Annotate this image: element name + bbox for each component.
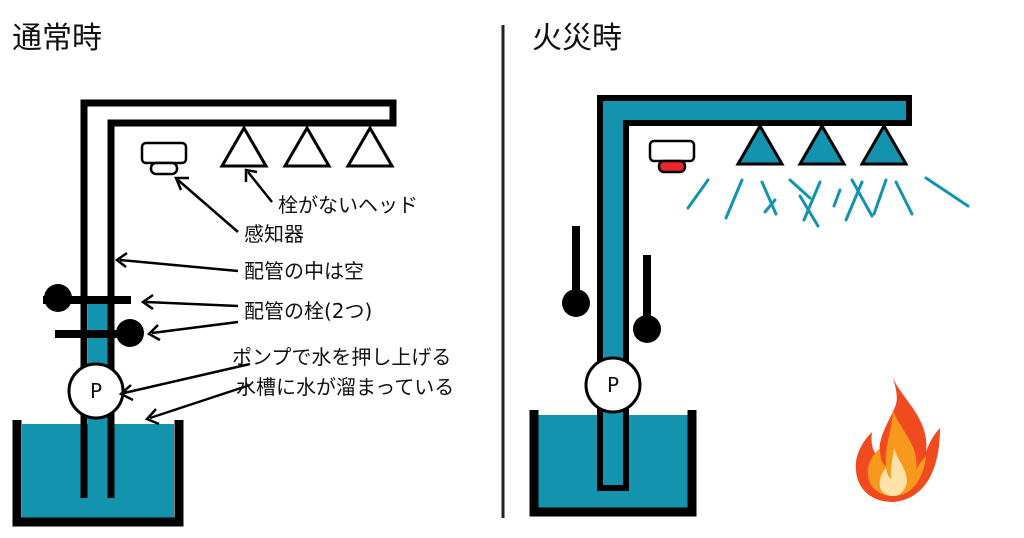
normal-panel: 通常時 P bbox=[12, 21, 454, 527]
valve-knob-icon bbox=[562, 289, 590, 317]
fire-title: 火災時 bbox=[532, 21, 622, 56]
label-tank: 水槽に水が溜まっている bbox=[236, 375, 454, 399]
sprinkler-head-icon bbox=[345, 125, 395, 168]
label-pipe-empty: 配管の中は空 bbox=[244, 259, 364, 283]
pump: P bbox=[584, 356, 642, 414]
sprinkler-head-icon bbox=[219, 125, 269, 168]
label-pump: ポンプで水を押し上げる bbox=[232, 345, 451, 369]
valve-knob-icon bbox=[44, 284, 72, 312]
valve-knob-icon bbox=[116, 319, 144, 347]
sprinkler-head-icon bbox=[859, 123, 909, 166]
smoke-detector-icon bbox=[648, 139, 696, 174]
valve-opened-left bbox=[562, 226, 590, 317]
label-sensor: 感知器 bbox=[244, 222, 304, 246]
sprinkler-head-icon bbox=[282, 125, 332, 168]
water-spray bbox=[686, 176, 970, 228]
fire-panel: 火災時 P bbox=[529, 21, 970, 517]
smoke-detector-icon bbox=[140, 141, 188, 176]
pipe bbox=[80, 99, 397, 498]
normal-title: 通常時 bbox=[12, 21, 102, 56]
pipe-filled bbox=[597, 95, 912, 491]
valve-opened-right bbox=[633, 255, 661, 343]
sprinkler-heads bbox=[735, 123, 909, 166]
annotation-arrows bbox=[114, 168, 273, 426]
pump: P bbox=[67, 362, 125, 420]
valve-upper bbox=[43, 284, 131, 312]
label-valves: 配管の栓(2つ) bbox=[244, 299, 372, 323]
valve-lower bbox=[55, 319, 144, 347]
sprinkler-head-icon bbox=[797, 123, 847, 166]
fire-icon bbox=[855, 376, 940, 502]
pump-label: P bbox=[607, 373, 619, 397]
valve-knob-icon bbox=[633, 315, 661, 343]
sprinkler-head-icon bbox=[735, 123, 785, 166]
pump-label: P bbox=[90, 379, 102, 403]
sprinkler-heads bbox=[219, 125, 395, 168]
label-head: 栓がないヘッド bbox=[278, 193, 418, 217]
